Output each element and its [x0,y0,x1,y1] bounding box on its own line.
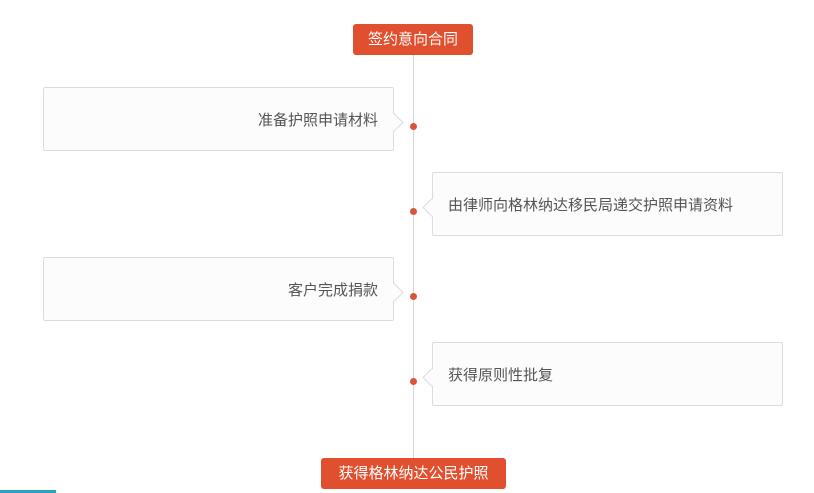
timeline-dot-1 [410,123,417,130]
step-text-1: 准备护照申请材料 [257,110,378,129]
step-text-4: 获得原则性批复 [448,365,554,384]
step-card-1: 准备护照申请材料 [43,87,394,151]
timeline-line [413,40,414,470]
timeline-dot-3 [410,293,417,300]
timeline-dot-2 [410,208,417,215]
step-card-2: 由律师向格林纳达移民局递交护照申请资料 [432,172,783,236]
step-card-4: 获得原则性批复 [432,342,783,406]
timeline-dot-4 [410,378,417,385]
step-text-3: 客户完成捐款 [287,280,378,299]
end-badge: 获得格林纳达公民护照 [321,458,506,489]
step-text-2: 由律师向格林纳达移民局递交护照申请资料 [448,195,734,214]
start-badge: 签约意向合同 [353,24,473,55]
bottom-accent-bar [0,490,56,493]
step-card-3: 客户完成捐款 [43,257,394,321]
